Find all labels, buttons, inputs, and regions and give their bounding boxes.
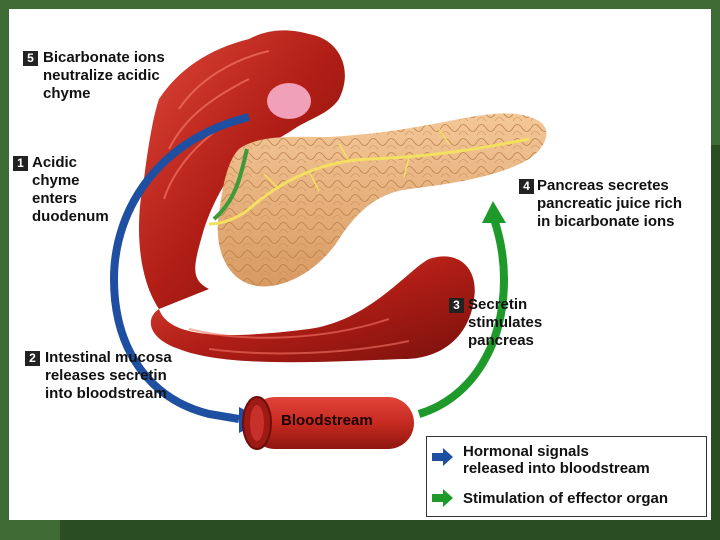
step-2-text: Intestinal mucosa releases secretin into…: [45, 349, 172, 402]
step-2-number: 2: [25, 351, 40, 366]
step-1-number: 1: [13, 156, 28, 171]
green-arrow-icon: [432, 489, 453, 507]
step-5-number: 5: [23, 51, 38, 66]
legend-stimulation-text: Stimulation of effector organ: [463, 490, 669, 507]
duodenum-loop: [150, 256, 475, 363]
anatomy-illustration: [109, 30, 547, 450]
pancreatic-duct: [208, 137, 530, 226]
frame-bar-right: [711, 145, 720, 520]
frame-bar-bottom: [60, 520, 720, 540]
step-5-text: Bicarbonate ions neutralize acidic chyme: [43, 49, 165, 102]
stimulation-path-arrow: [417, 217, 509, 418]
bloodstream-vessel: [249, 397, 414, 449]
step-4-text: Pancreas secretes pancreatic juice rich …: [537, 177, 683, 230]
pylorus-patch: [267, 83, 311, 119]
stimulation-arrowhead: [482, 201, 506, 223]
blue-arrow-icon: [432, 448, 453, 466]
legend-hormonal-text: Hormonal signals released into bloodstre…: [463, 443, 650, 477]
slide-canvas: 5 Bicarbonate ions neutralize acidic chy…: [9, 9, 711, 520]
step-1-text: Acidic chyme enters duodenum: [32, 154, 109, 225]
bloodstream-label: Bloodstream: [281, 412, 373, 429]
step-3-number: 3: [449, 298, 464, 313]
step-4-number: 4: [519, 179, 534, 194]
bile-duct: [212, 148, 249, 221]
hormone-path-arrow: [109, 113, 250, 423]
legend-box: Hormonal signals released into bloodstre…: [426, 436, 707, 517]
step-3-text: Secretin stimulates pancreas: [468, 296, 543, 349]
